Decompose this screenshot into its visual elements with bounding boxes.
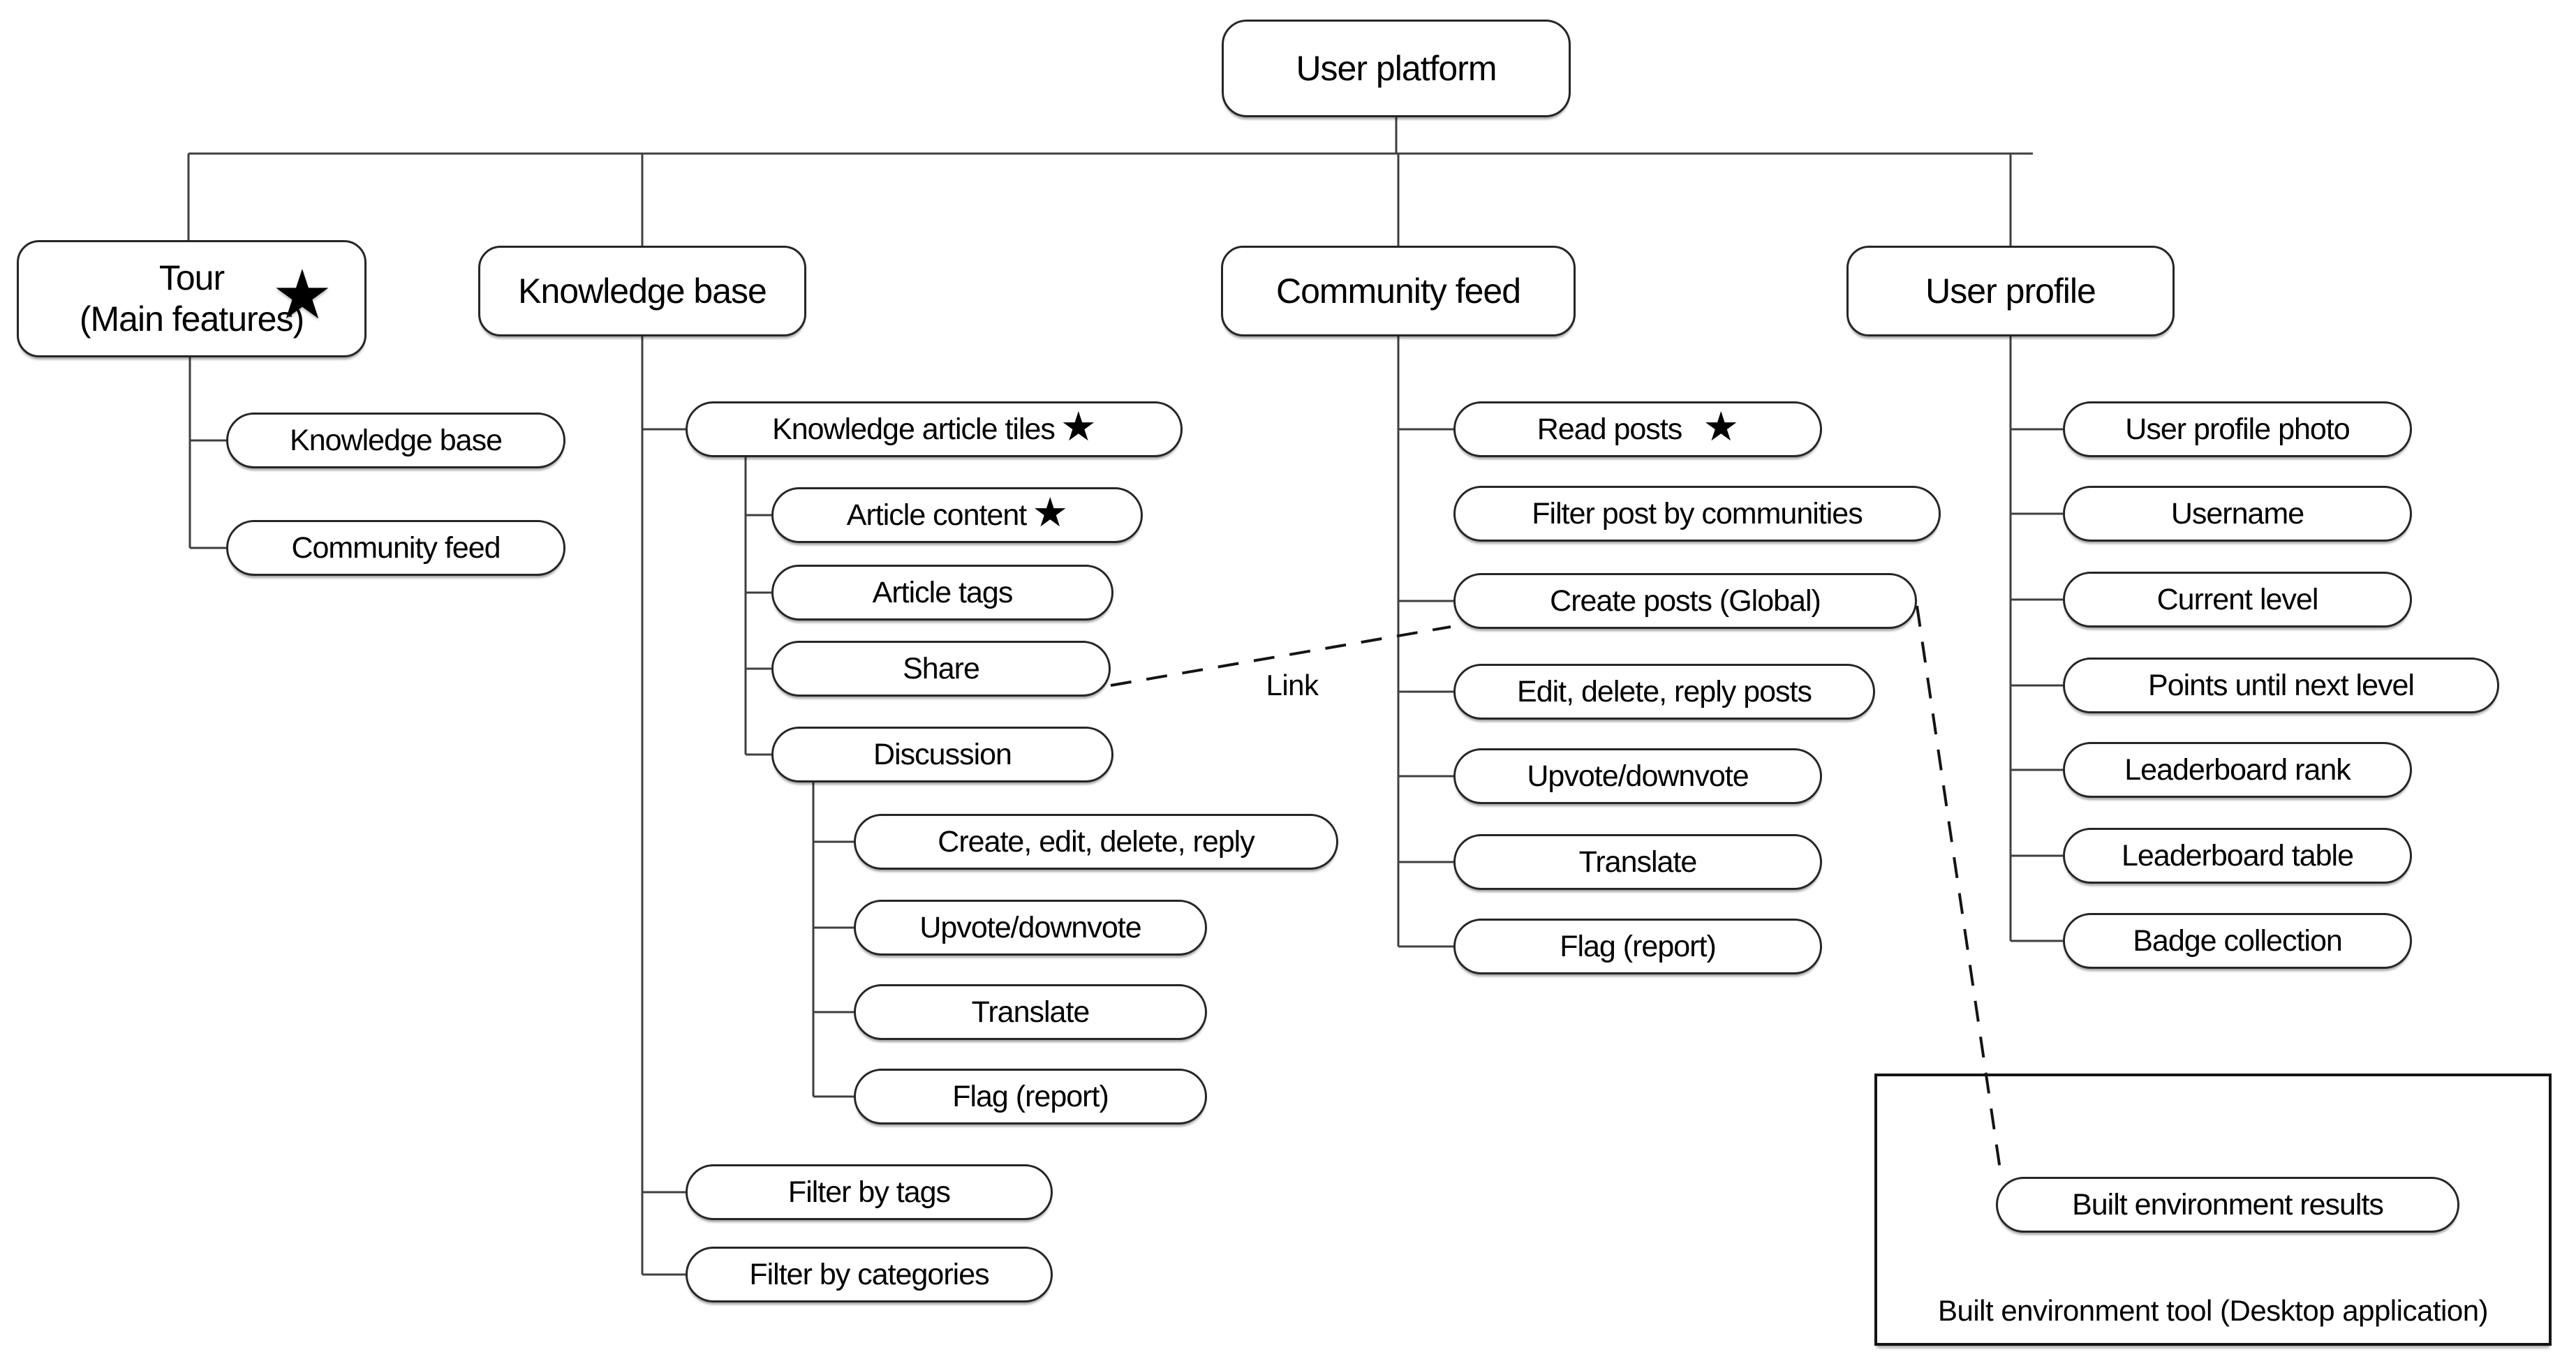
node-cf-translate: Translate xyxy=(1453,834,1822,890)
node-label: Upvote/downvote xyxy=(1527,759,1749,793)
node-label: Filter by tags xyxy=(787,1175,951,1209)
node-community-feed-header: Community feed xyxy=(1221,246,1576,336)
node-label: Filter by categories xyxy=(749,1257,989,1291)
connector-community-feed-branch xyxy=(1397,336,1453,948)
connector-tour-branch xyxy=(188,357,226,549)
node-points-until-next-level: Points until next level xyxy=(2063,658,2499,713)
node-label: Knowledge base xyxy=(518,272,767,311)
star-icon: ★ xyxy=(272,256,333,333)
node-knowledge-article-tiles: Knowledge article tiles ★ xyxy=(686,401,1183,457)
built-environment-tool-container: Built environment results Built environm… xyxy=(1874,1074,2552,1346)
node-article-tags: Article tags xyxy=(771,565,1113,621)
node-leaderboard-table: Leaderboard table xyxy=(2063,828,2412,884)
link-line-label: Link xyxy=(1266,669,1319,701)
node-label: Community feed xyxy=(1275,272,1521,311)
node-label: Flag (report) xyxy=(1560,929,1717,963)
node-badge-collection: Badge collection xyxy=(2063,913,2412,969)
node-kb-upvote-downvote: Upvote/downvote xyxy=(854,900,1207,956)
node-create-posts-global: Create posts (Global) xyxy=(1453,573,1917,629)
connector-root-trunk xyxy=(187,117,2033,246)
connector-user-profile-branch xyxy=(2009,336,2063,942)
node-label: Create, edit, delete, reply xyxy=(938,824,1254,859)
node-label: Knowledge article tiles xyxy=(772,412,1056,446)
node-edit-delete-reply-posts: Edit, delete, reply posts xyxy=(1453,664,1875,720)
node-label: Share xyxy=(903,651,980,685)
node-user-profile-header: User profile xyxy=(1846,246,2175,336)
node-user-platform: User platform xyxy=(1222,20,1571,117)
node-label: Create posts (Global) xyxy=(1550,584,1821,618)
node-label: Translate xyxy=(971,995,1090,1029)
node-label: Username xyxy=(2170,496,2304,530)
node-current-level: Current level xyxy=(2063,572,2412,627)
node-label: Article tags xyxy=(872,575,1014,609)
connector-article-tiles-branch xyxy=(744,457,771,756)
node-label: Flag (report) xyxy=(952,1079,1109,1113)
node-label: Upvote/downvote xyxy=(919,910,1141,944)
node-label: Discussion xyxy=(873,737,1012,771)
node-tour-community-feed: Community feed xyxy=(226,520,565,576)
node-label: Points until next level xyxy=(2148,668,2415,702)
node-label: Current level xyxy=(2156,582,2319,616)
connector-knowledge-base-branch xyxy=(641,336,686,1276)
node-discussion: Discussion xyxy=(771,727,1113,782)
node-tour-label-line1: Tour xyxy=(158,258,225,297)
node-leaderboard-rank: Leaderboard rank xyxy=(2063,742,2412,798)
node-label: User profile photo xyxy=(2125,412,2350,446)
node-built-environment-results: Built environment results xyxy=(1996,1177,2459,1233)
built-environment-tool-caption: Built environment tool (Desktop applicat… xyxy=(1937,1294,2489,1327)
node-label: Edit, delete, reply posts xyxy=(1517,674,1812,708)
node-label: Leaderboard rank xyxy=(2124,752,2351,787)
node-tour-knowledge-base: Knowledge base xyxy=(226,413,565,468)
node-label: Community feed xyxy=(291,530,501,565)
node-user-profile-photo: User profile photo xyxy=(2063,401,2412,457)
node-kb-translate: Translate xyxy=(854,984,1207,1040)
star-icon: ★ xyxy=(1060,404,1097,450)
node-tour-main-features: Tour (Main features) ★ xyxy=(17,240,367,357)
star-icon: ★ xyxy=(1703,404,1739,450)
node-cf-flag-report: Flag (report) xyxy=(1453,919,1822,974)
node-cf-upvote-downvote: Upvote/downvote xyxy=(1453,748,1822,804)
node-kb-flag-report: Flag (report) xyxy=(854,1069,1207,1124)
node-tour-label-line2: (Main features) xyxy=(79,299,304,339)
node-label: Knowledge base xyxy=(290,423,503,457)
node-knowledge-base-header: Knowledge base xyxy=(478,246,806,336)
node-share: Share xyxy=(771,641,1111,697)
node-label: User profile xyxy=(1925,272,2096,311)
node-filter-by-tags: Filter by tags xyxy=(686,1164,1053,1220)
node-create-edit-delete-reply: Create, edit, delete, reply xyxy=(854,814,1338,870)
node-article-content: Article content ★ xyxy=(771,487,1143,543)
node-read-posts: Read posts ★ xyxy=(1453,401,1822,457)
node-label: Filter post by communities xyxy=(1532,496,1863,530)
node-filter-by-categories: Filter by categories xyxy=(686,1247,1053,1302)
node-label: Read posts xyxy=(1537,412,1683,446)
node-label: Leaderboard table xyxy=(2121,838,2354,872)
node-username: Username xyxy=(2063,486,2412,542)
connector-discussion-branch xyxy=(812,782,854,1098)
star-icon: ★ xyxy=(1032,490,1068,535)
node-label: Badge collection xyxy=(2133,923,2343,958)
node-label: Article content xyxy=(846,498,1027,532)
node-user-platform-label: User platform xyxy=(1296,49,1497,88)
node-filter-post-by-communities: Filter post by communities xyxy=(1453,486,1941,542)
node-label: Built environment results xyxy=(2072,1187,2384,1221)
node-label: Translate xyxy=(1578,845,1698,879)
